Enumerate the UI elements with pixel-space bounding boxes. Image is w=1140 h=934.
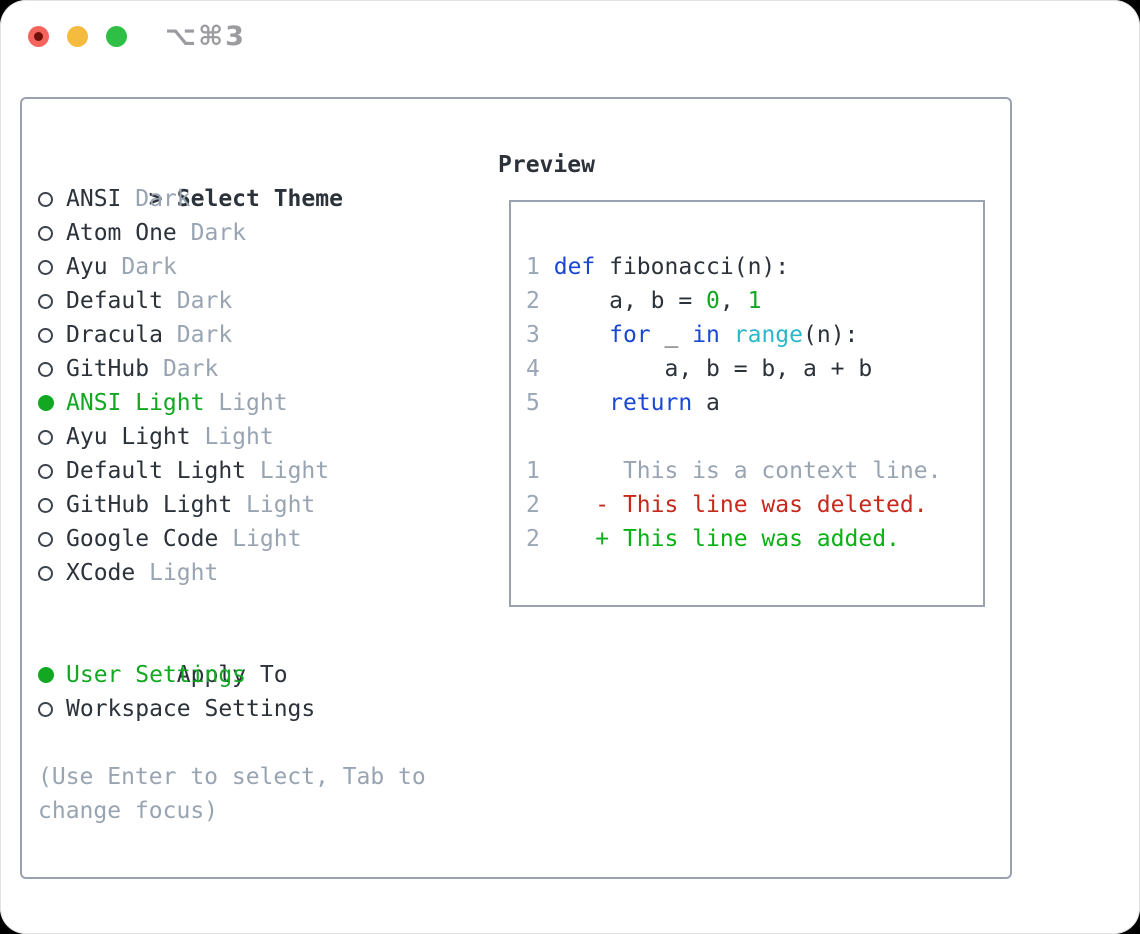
code-line: 2 a, b = 0, 1 xyxy=(526,288,762,314)
radio-selected-icon xyxy=(38,658,66,692)
variant-label: Dark xyxy=(121,254,177,280)
radio-unselected-icon xyxy=(38,352,66,386)
variant-label: Light xyxy=(149,560,219,586)
theme-option-ansi[interactable]: ANSI Dark xyxy=(38,182,476,216)
theme-option-google-code[interactable]: Google Code Light xyxy=(38,522,476,556)
radio-unselected-icon xyxy=(38,250,66,284)
line-number: 1 xyxy=(526,254,540,280)
radio-selected-icon xyxy=(38,386,66,420)
option-label: Ayu xyxy=(66,254,108,280)
theme-option-atom-one[interactable]: Atom One Dark xyxy=(38,216,476,250)
variant-label: Dark xyxy=(190,220,247,246)
radio-unselected-icon xyxy=(38,522,66,556)
line-number: 2 xyxy=(526,288,540,314)
line-number: 1 xyxy=(526,458,540,484)
option-label: Default Light xyxy=(66,458,247,484)
option-label: Google Code xyxy=(66,526,219,552)
radio-unselected-icon xyxy=(38,182,66,216)
code-line: 5 return a xyxy=(526,390,720,416)
theme-option-xcode[interactable]: XCode Light xyxy=(38,556,476,590)
variant-label: Light xyxy=(246,492,316,518)
help-text: (Use Enter to select, Tab to change focu… xyxy=(38,764,426,824)
gap xyxy=(38,726,476,760)
option-label: GitHub xyxy=(66,356,150,382)
diff-line: 1 This is a context line. xyxy=(526,458,942,484)
variant-label: Light xyxy=(259,458,330,484)
line-number: 2 xyxy=(526,526,540,552)
line-number: 3 xyxy=(526,322,540,348)
theme-option-dracula[interactable]: Dracula Dark xyxy=(38,318,476,352)
radio-unselected-icon xyxy=(38,454,66,488)
radio-unselected-icon xyxy=(38,318,66,352)
select-theme-title: Select Theme xyxy=(176,186,343,212)
preview-title: Preview xyxy=(498,152,595,178)
radio-unselected-icon xyxy=(38,488,66,522)
theme-option-default-light[interactable]: Default Light Light xyxy=(38,454,476,488)
option-label: Dracula xyxy=(66,322,163,348)
diff-line: 2 + This line was added. xyxy=(526,526,900,552)
code-preview: 1 def fibonacci(n): 2 a, b = 0, 1 3 for _ … xyxy=(526,250,983,420)
gap xyxy=(38,590,476,624)
option-label: XCode xyxy=(66,560,136,586)
variant-label: Dark xyxy=(162,356,219,382)
radio-unselected-icon xyxy=(38,284,66,318)
variant-label: Light xyxy=(218,390,288,416)
code-line: 4 a, b = b, a + b xyxy=(526,356,873,382)
variant-label: Light xyxy=(204,424,274,450)
radio-unselected-icon xyxy=(38,556,66,590)
theme-option-default[interactable]: Default Dark xyxy=(38,284,476,318)
diff-preview: 1 This is a context line. 2 - This line w… xyxy=(526,454,983,556)
option-label: Ayu Light xyxy=(66,424,191,450)
radio-unselected-icon xyxy=(38,692,66,726)
close-dot-icon xyxy=(34,32,43,41)
theme-option-github-light[interactable]: GitHub Light Light xyxy=(38,488,476,522)
option-label: Workspace Settings xyxy=(66,696,316,722)
select-theme-title-row: > Select Theme xyxy=(38,148,476,212)
variant-label: Dark xyxy=(176,288,233,314)
minimize-button[interactable] xyxy=(67,26,88,47)
radio-unselected-icon xyxy=(38,216,66,250)
theme-option-ayu[interactable]: Ayu Dark xyxy=(38,250,476,284)
theme-option-github[interactable]: GitHub Dark xyxy=(38,352,476,386)
radio-unselected-icon xyxy=(38,420,66,454)
variant-label: Light xyxy=(232,526,302,552)
line-number: 5 xyxy=(526,390,540,416)
line-number: 4 xyxy=(526,356,540,382)
keyboard-shortcut-label: ⌥⌘3 xyxy=(165,21,246,52)
option-label: ANSI xyxy=(66,186,122,212)
option-label: GitHub Light xyxy=(66,492,233,518)
apply-to-title-row: Apply To xyxy=(38,624,476,688)
blank-line xyxy=(526,420,983,454)
option-label: ANSI Light xyxy=(66,390,205,416)
theme-option-ayu-light[interactable]: Ayu Light Light xyxy=(38,420,476,454)
option-label: Atom One xyxy=(66,220,177,246)
apply-option-workspace-settings[interactable]: Workspace Settings xyxy=(38,692,476,726)
option-label: User Settings xyxy=(66,662,247,688)
apply-option-user-settings[interactable]: User Settings xyxy=(38,658,476,692)
theme-option-ansi-light[interactable]: ANSI Light Light xyxy=(38,386,476,420)
selection-cursor-icon: > xyxy=(148,186,163,212)
variant-label: Dark xyxy=(176,322,233,348)
preview-box: 1 def fibonacci(n): 2 a, b = 0, 1 3 for _ … xyxy=(509,200,985,607)
close-button[interactable] xyxy=(28,26,49,47)
diff-line: 2 - This line was deleted. xyxy=(526,492,928,518)
option-label: Default xyxy=(66,288,163,314)
zoom-button[interactable] xyxy=(106,26,127,47)
window-controls xyxy=(28,26,127,47)
apply-to-title: Apply To xyxy=(176,662,288,688)
variant-label: Dark xyxy=(135,186,191,212)
code-line: 3 for _ in range(n): xyxy=(526,322,859,348)
code-line: 1 def fibonacci(n): xyxy=(526,254,790,280)
line-number: 2 xyxy=(526,492,540,518)
